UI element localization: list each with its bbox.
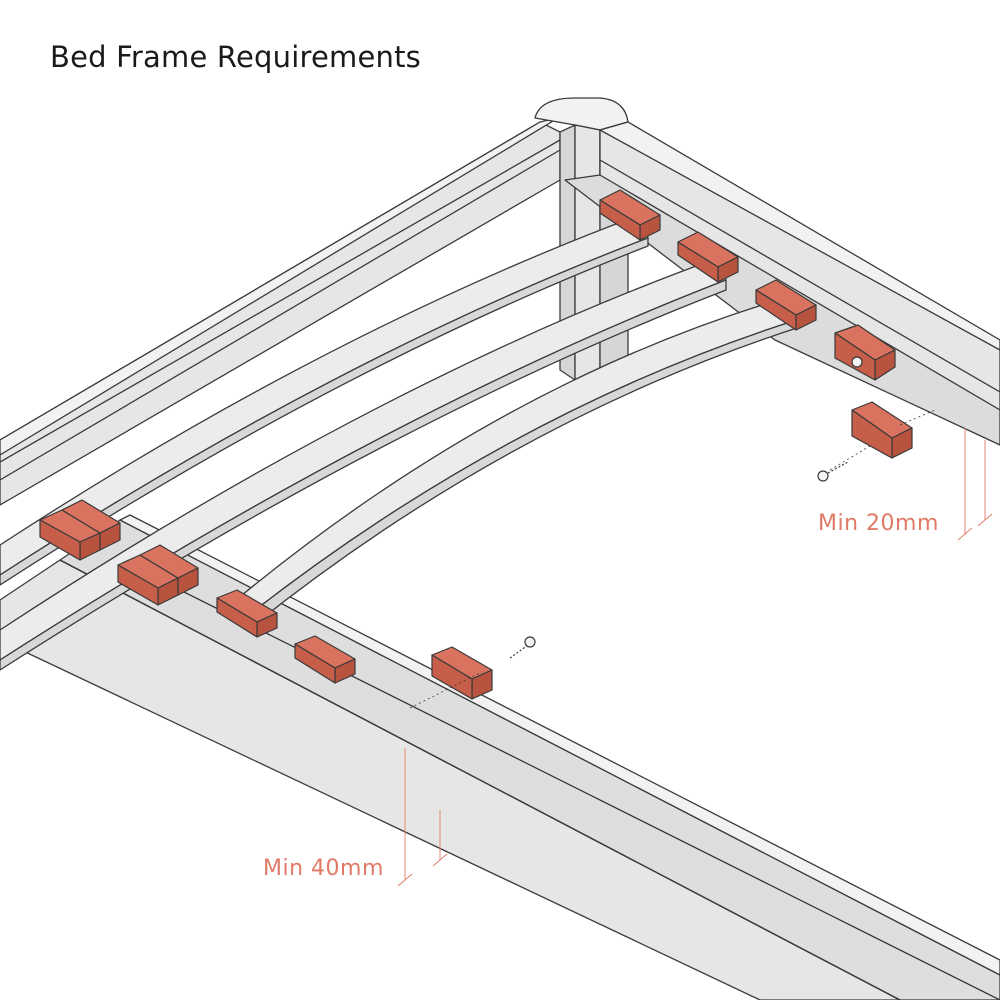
slat-1	[0, 214, 649, 586]
slat-holder-icon	[431, 646, 493, 700]
slat-holder-icon	[755, 279, 817, 331]
screw-icon	[817, 461, 849, 482]
slat-holder-icon	[117, 544, 199, 606]
slat-2	[0, 257, 727, 671]
screw-icon	[509, 636, 536, 659]
assembly-guides	[409, 409, 936, 709]
slat-holder-icon	[39, 499, 121, 561]
slat-holder-icon	[677, 231, 739, 283]
slat-holder-icon	[851, 401, 913, 459]
slat-holder-icon	[834, 324, 896, 381]
page-title: Bed Frame Requirements	[50, 40, 421, 74]
dimension-lines	[397, 428, 993, 887]
slat-holder-icon	[599, 189, 661, 241]
slat-holder-icon	[216, 589, 278, 638]
slat-holder-icon	[294, 635, 356, 684]
min-rail-width-label: Min 40mm	[263, 856, 384, 881]
side-rail-left	[0, 514, 1000, 1000]
min-rail-height-label: Min 20mm	[818, 511, 939, 536]
